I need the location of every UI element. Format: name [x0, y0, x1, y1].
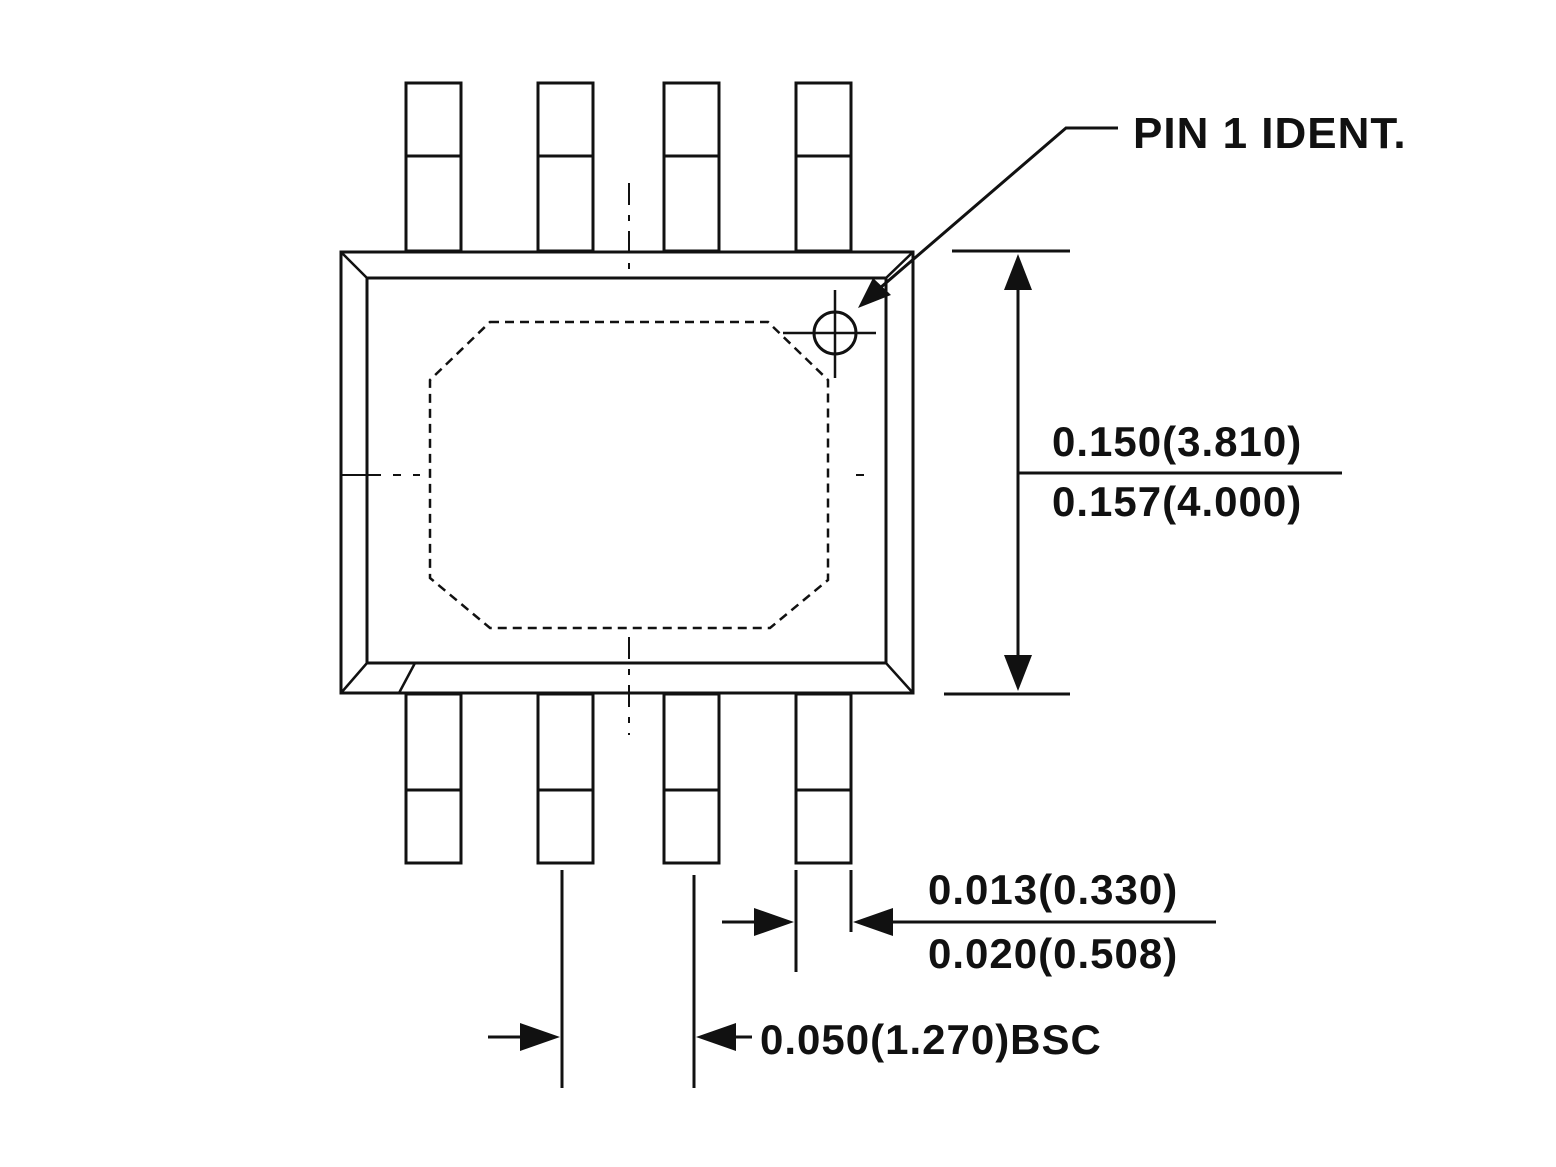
- bottom-lead-1: [404, 692, 463, 865]
- bottom-lead-3: [662, 692, 721, 865]
- lead-pitch-arrow-right-icon: [520, 1023, 560, 1051]
- body-inner-outline: [365, 276, 888, 665]
- die-outline-dashed: [428, 320, 830, 630]
- lead-width-dimension: [722, 870, 1216, 972]
- pin1-mark-icon: [783, 290, 876, 378]
- pin1-leader: [858, 126, 1118, 308]
- body-width-max-label: 0.157(4.000): [1052, 478, 1302, 525]
- body-width-arrow-down-icon: [1004, 655, 1032, 691]
- body-width-dimension: [944, 249, 1342, 696]
- top-lead-1: [404, 81, 463, 253]
- top-leads: [404, 81, 853, 253]
- body-outer-outline: [339, 250, 915, 695]
- body-width-min-label: 0.150(3.810): [1052, 418, 1302, 465]
- center-lines: [341, 183, 864, 735]
- lead-width-arrow-right-icon: [754, 908, 794, 936]
- lead-width-min-label: 0.013(0.330): [928, 866, 1178, 913]
- body-bevel-lines: [340, 251, 914, 694]
- body-width-arrow-up-icon: [1004, 254, 1032, 290]
- top-lead-4: [794, 81, 853, 253]
- lead-pitch-label: 0.050(1.270)BSC: [760, 1016, 1102, 1063]
- pin1-label: PIN 1 IDENT.: [1133, 109, 1407, 158]
- bottom-lead-4: [794, 692, 853, 865]
- package-body: [339, 250, 915, 695]
- lead-width-max-label: 0.020(0.508): [928, 930, 1178, 977]
- lead-pitch-dimension: [488, 870, 752, 1088]
- lead-width-arrow-left-icon: [853, 908, 893, 936]
- pin1-leader-arrowhead-icon: [858, 278, 891, 308]
- top-lead-3: [662, 81, 721, 253]
- lead-pitch-arrow-left-icon: [696, 1023, 736, 1051]
- bottom-leads: [404, 692, 853, 865]
- bottom-lead-2: [536, 692, 595, 865]
- top-lead-2: [536, 81, 595, 253]
